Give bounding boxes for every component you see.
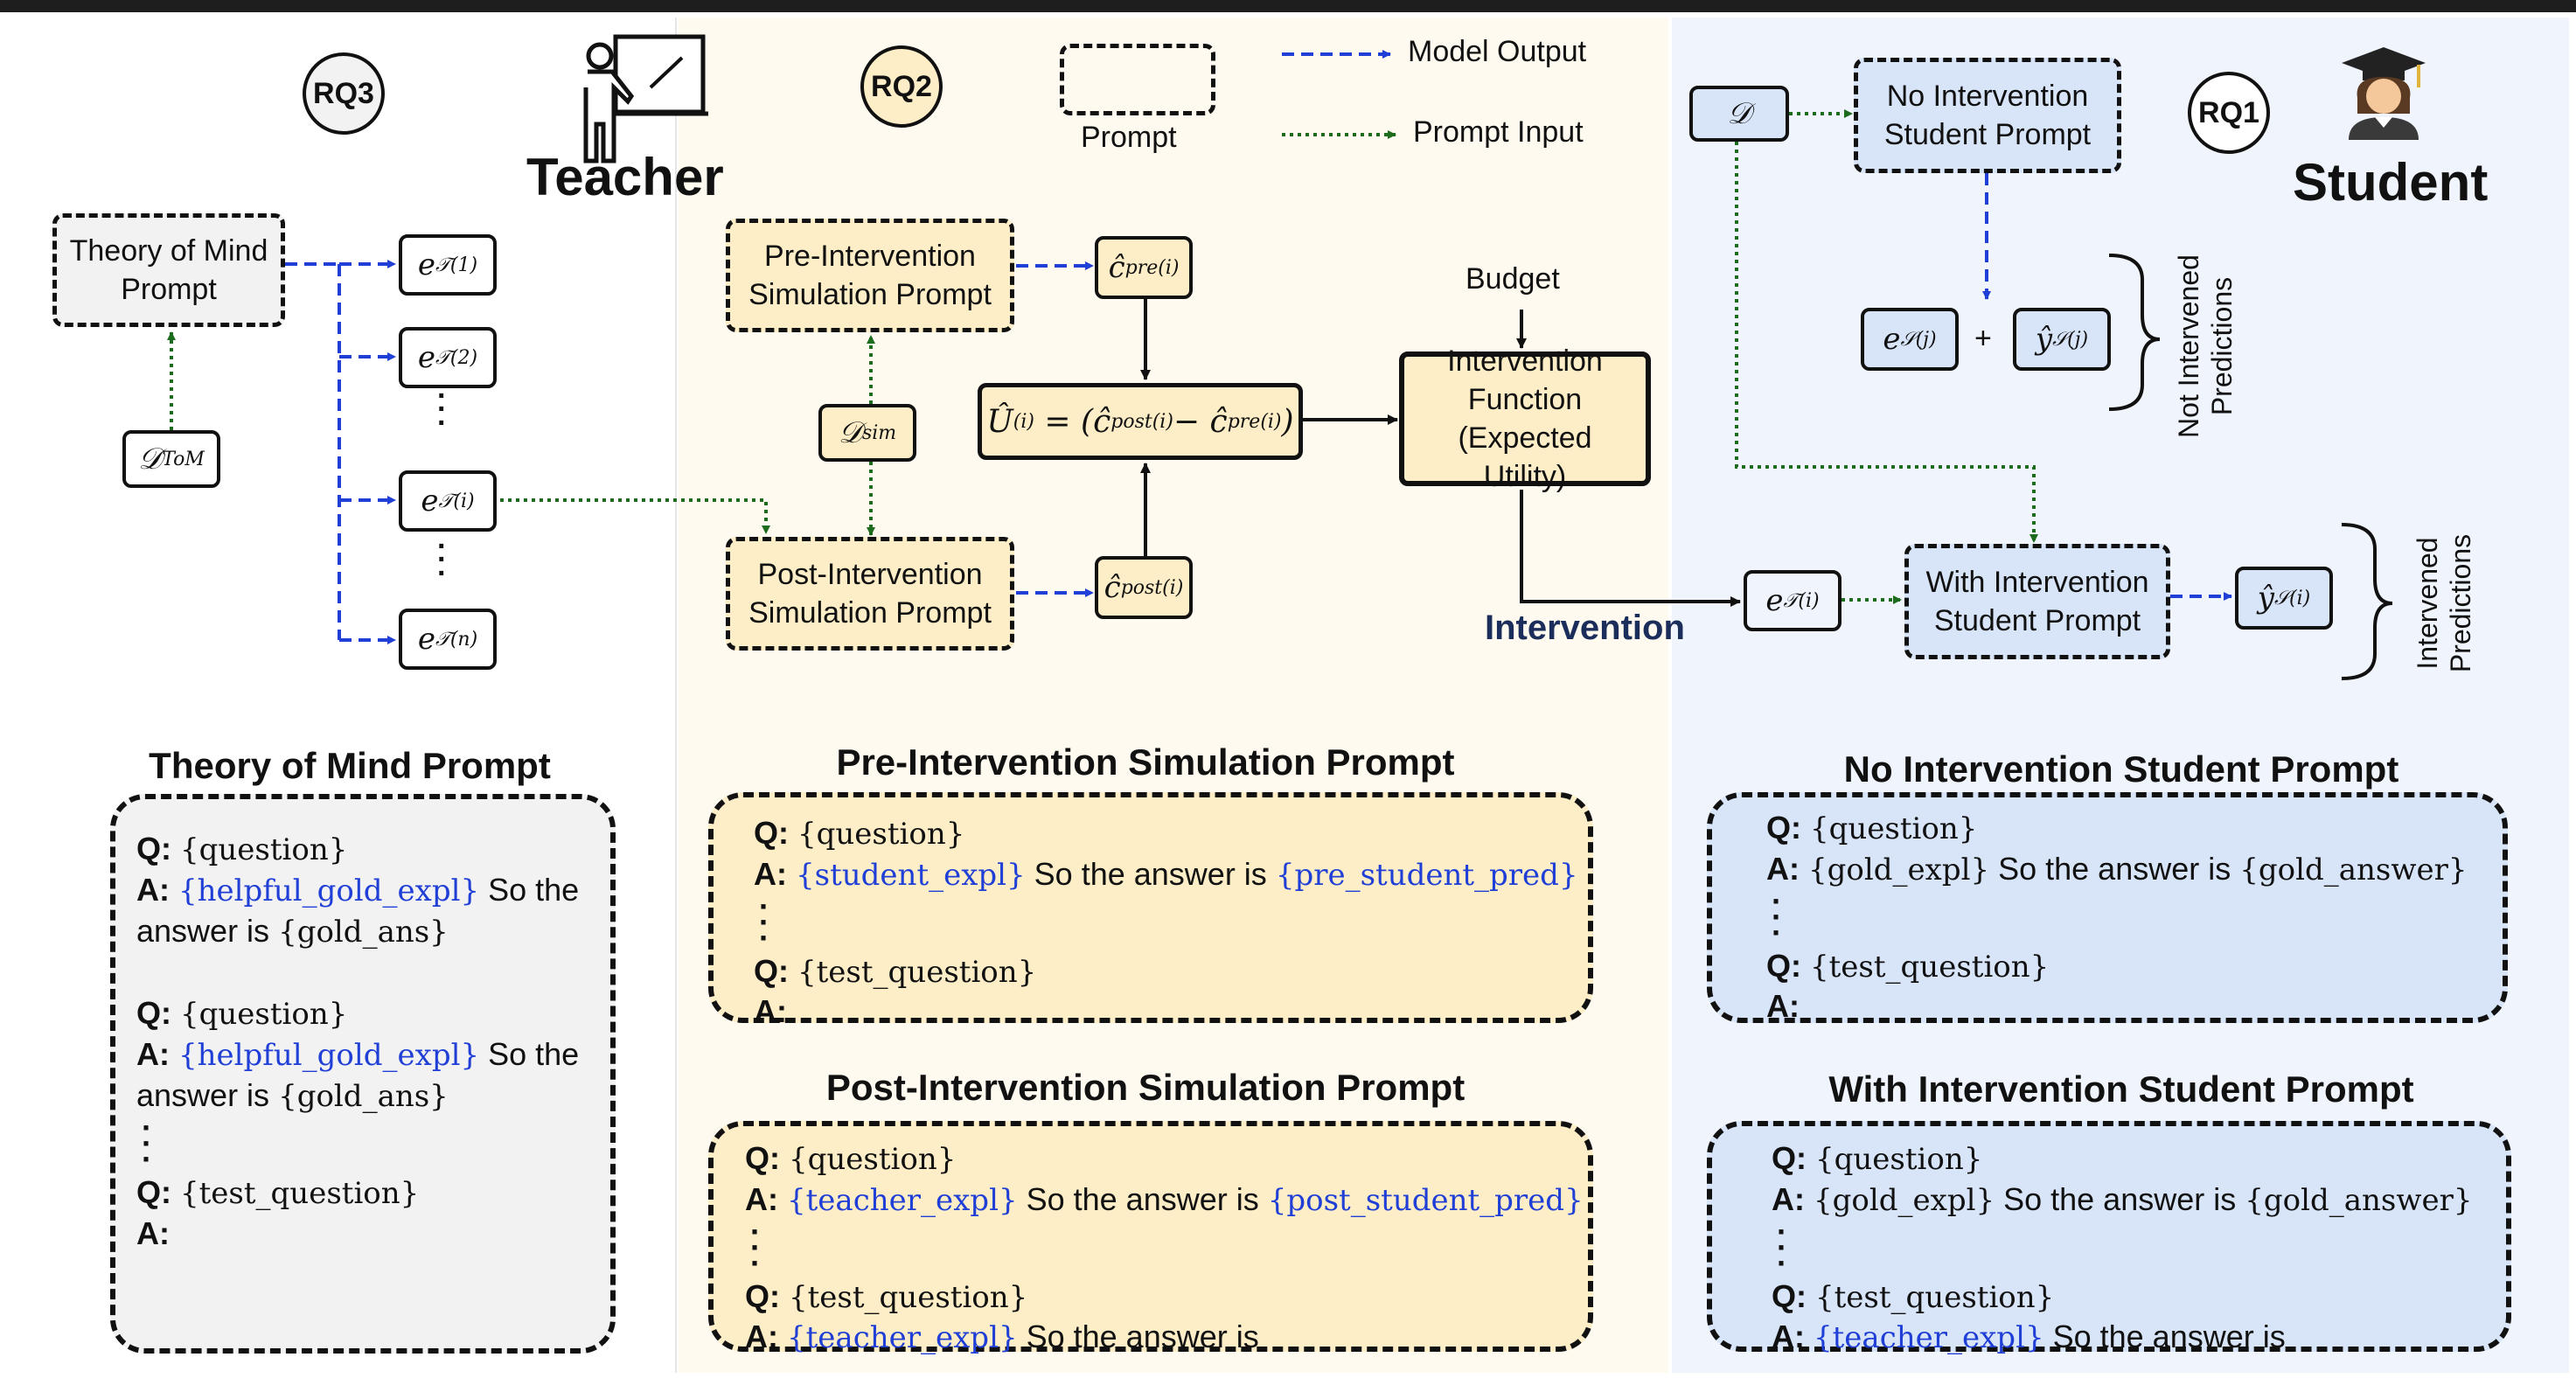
- d-node: 𝒟: [1689, 86, 1789, 142]
- post-prompt-template: Q: {question} A: {teacher_expl} So the a…: [708, 1121, 1593, 1355]
- student-title: Student: [2293, 153, 2489, 212]
- plus-sign: +: [1974, 322, 1992, 355]
- no-intervention-student-prompt-box: No Intervention Student Prompt: [1854, 58, 2121, 173]
- with-int-prompt-template: Q: {question} A: {gold_expl} So the answ…: [1707, 1121, 2511, 1355]
- pre-prompt-template: Q: {question} A: {student_expl} So the a…: [708, 792, 1593, 1029]
- teacher-title: Teacher: [526, 148, 724, 206]
- intervention-function-box: Intervention Function (Expected Utility): [1399, 344, 1651, 493]
- legend-prompt-box: [1060, 44, 1215, 115]
- student-icon: [2342, 47, 2426, 140]
- teacher-icon: [583, 34, 708, 164]
- tom-prompt-template: Q: {question} A: {helpful_gold_expl} So …: [110, 794, 616, 1354]
- intervention-label: Intervention: [1485, 609, 1685, 647]
- post-prompt-title: Post-Intervention Simulation Prompt: [825, 1067, 1466, 1108]
- tom-prompt-title: Theory of Mind Prompt: [149, 745, 551, 786]
- budget-label: Budget: [1466, 262, 1560, 296]
- legend-model-output-label: Model Output: [1408, 35, 1587, 68]
- ellipsis-2: ···: [437, 530, 448, 590]
- post-intervention-prompt-box: Post-Intervention Simulation Prompt: [726, 537, 1014, 651]
- with-int-prompt-title: With Intervention Student Prompt: [1828, 1068, 2414, 1110]
- ellipsis-1: ···: [437, 379, 448, 440]
- rq3-badge: RQ3: [303, 52, 385, 135]
- tom-prompt-box: Theory of Mind Prompt: [52, 213, 285, 327]
- pre-intervention-prompt-box: Pre-Intervention Simulation Prompt: [726, 219, 1014, 332]
- legend-prompt-input-label: Prompt Input: [1413, 115, 1584, 149]
- with-intervention-student-prompt-box: With Intervention Student Prompt: [1904, 544, 2170, 659]
- rq1-badge: RQ1: [2188, 72, 2270, 154]
- legend-prompt-label: Prompt: [1081, 121, 1177, 154]
- no-int-prompt-title: No Intervention Student Prompt: [1843, 748, 2399, 790]
- pre-prompt-title: Pre-Intervention Simulation Prompt: [836, 741, 1455, 783]
- top-border: [0, 0, 2576, 12]
- no-int-prompt-template: Q: {question} A: {gold_expl} So the answ…: [1707, 792, 2508, 1024]
- rq2-badge: RQ2: [860, 45, 943, 128]
